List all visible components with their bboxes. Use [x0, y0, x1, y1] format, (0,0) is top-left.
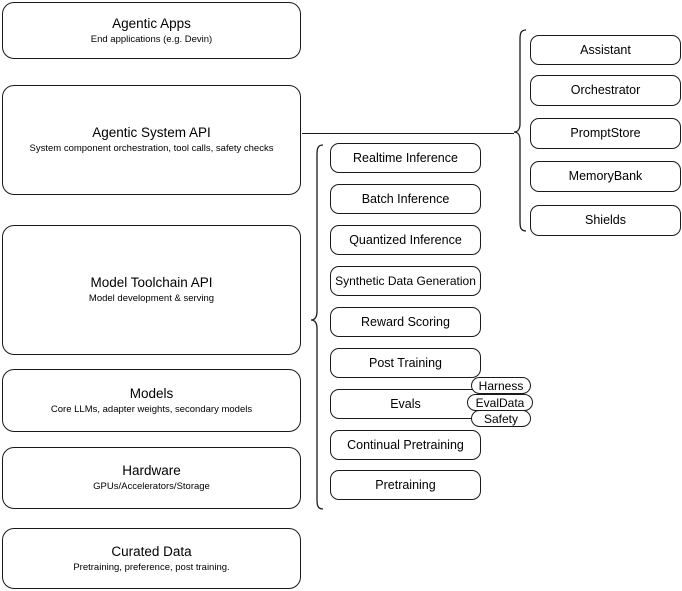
component-synthetic-data-generation[interactable]: Synthetic Data Generation [330, 266, 481, 296]
connector-agentic-system-to-components [302, 133, 514, 134]
component-batch-inference[interactable]: Batch Inference [330, 184, 481, 214]
component-pretraining[interactable]: Pretraining [330, 470, 481, 500]
layer-title: Model Toolchain API [90, 275, 213, 290]
layer-title: Hardware [122, 463, 181, 478]
layer-curated-data[interactable]: Curated Data Pretraining, preference, po… [2, 528, 301, 589]
component-quantized-inference[interactable]: Quantized Inference [330, 225, 481, 255]
component-evals[interactable]: Evals [330, 389, 481, 419]
layer-model-toolchain-api[interactable]: Model Toolchain API Model development & … [2, 225, 301, 355]
component-shields[interactable]: Shields [530, 205, 681, 236]
layer-subtitle: End applications (e.g. Devin) [90, 33, 213, 45]
component-promptstore[interactable]: PromptStore [530, 118, 681, 149]
component-post-training[interactable]: Post Training [330, 348, 481, 378]
layer-title: Models [129, 385, 174, 401]
layer-models[interactable]: Models Core LLMs, adapter weights, secon… [2, 369, 301, 432]
badge-safety[interactable]: Safety [471, 410, 531, 427]
layer-agentic-apps[interactable]: Agentic Apps End applications (e.g. Devi… [2, 2, 301, 59]
layer-subtitle: Pretraining, preference, post training. [73, 561, 230, 573]
layer-title: Agentic System API [92, 125, 211, 140]
layer-subtitle: Model development & serving [88, 293, 215, 304]
layer-hardware[interactable]: Hardware GPUs/Accelerators/Storage [2, 447, 301, 509]
brace-agentic-system-components [513, 29, 527, 232]
component-reward-scoring[interactable]: Reward Scoring [330, 307, 481, 337]
layer-subtitle: System component orchestration, tool cal… [29, 143, 274, 154]
brace-model-toolchain-components [310, 144, 324, 510]
layer-title: Curated Data [111, 543, 192, 559]
component-orchestrator[interactable]: Orchestrator [530, 75, 681, 106]
layer-subtitle: Core LLMs, adapter weights, secondary mo… [50, 403, 253, 415]
badge-evaldata[interactable]: EvalData [467, 394, 533, 411]
component-assistant[interactable]: Assistant [530, 35, 681, 65]
component-continual-pretraining[interactable]: Continual Pretraining [330, 430, 481, 460]
badge-harness[interactable]: Harness [471, 377, 531, 394]
layer-agentic-system-api[interactable]: Agentic System API System component orch… [2, 85, 301, 195]
component-realtime-inference[interactable]: Realtime Inference [330, 143, 481, 173]
component-memorybank[interactable]: MemoryBank [530, 161, 681, 192]
layer-title: Agentic Apps [112, 15, 191, 31]
layer-subtitle: GPUs/Accelerators/Storage [93, 481, 210, 492]
